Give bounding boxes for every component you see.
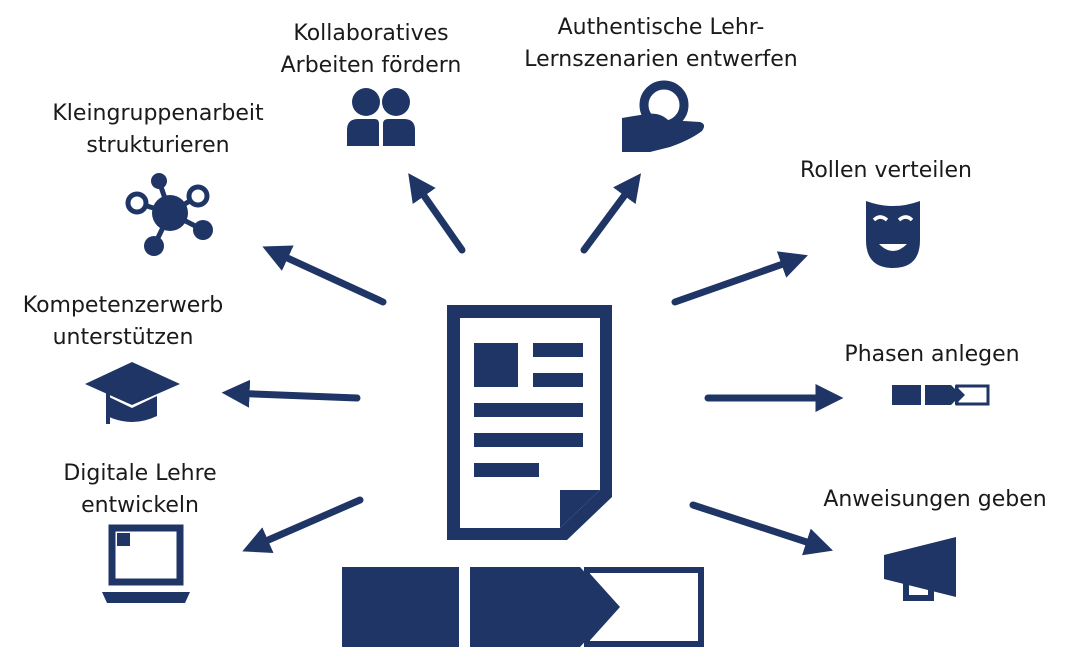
hand-holding-icon	[622, 80, 705, 152]
label-digitale-line1: Digitale Lehre	[63, 461, 217, 486]
label-kleingruppen: Kleingruppenarbeit strukturieren	[52, 98, 263, 162]
label-digitale-line2: entwickeln	[81, 493, 199, 518]
arrow-to-authentische	[580, 173, 642, 254]
label-phasen: Phasen anlegen	[844, 339, 1019, 371]
users-icon	[347, 88, 415, 146]
graduation-cap-icon	[85, 362, 180, 424]
label-kompetenz-line1: Kompetenzerwerb	[22, 293, 224, 318]
label-anweisungen-line1: Anweisungen geben	[823, 487, 1047, 512]
label-kompetenz-line2: unterstützen	[52, 325, 194, 350]
label-digitale: Digitale Lehre entwickeln	[63, 458, 216, 522]
label-kollaboratives-line1: Kollaboratives	[293, 21, 449, 46]
label-kleingruppen-line2: strukturieren	[86, 133, 230, 158]
label-authentische-line1: Authentische Lehr-	[557, 15, 765, 40]
label-rollen-line1: Rollen verteilen	[800, 158, 972, 183]
label-kollaboratives: Kollaboratives Arbeiten fördern	[281, 18, 462, 82]
phases-icon	[342, 567, 704, 647]
arrow-to-rollen	[671, 251, 808, 306]
label-authentische: Authentische Lehr- Lernszenarien entwerf…	[524, 12, 798, 76]
label-authentische-line2: Lernszenarien entwerfen	[524, 47, 798, 72]
laptop-icon	[102, 524, 190, 603]
label-phasen-line1: Phasen anlegen	[844, 342, 1020, 367]
arrow-to-anweisungen	[689, 501, 833, 556]
label-anweisungen: Anweisungen geben	[823, 484, 1046, 516]
phases-small-icon	[892, 384, 990, 406]
label-rollen: Rollen verteilen	[800, 155, 972, 187]
mask-icon	[866, 201, 920, 268]
label-kollaboratives-line2: Arbeiten fördern	[280, 53, 462, 78]
arrow-to-kollaboratives	[408, 173, 466, 254]
label-kleingruppen-line1: Kleingruppenarbeit	[52, 101, 264, 126]
document-icon	[447, 305, 612, 540]
label-kompetenz: Kompetenzerwerb unterstützen	[23, 290, 224, 354]
megaphone-icon	[884, 537, 956, 601]
arrow-to-kleingruppen	[262, 245, 387, 306]
network-icon	[125, 173, 213, 256]
arrow-to-digitale	[242, 496, 364, 553]
arrow-to-kompetenz	[221, 379, 361, 408]
